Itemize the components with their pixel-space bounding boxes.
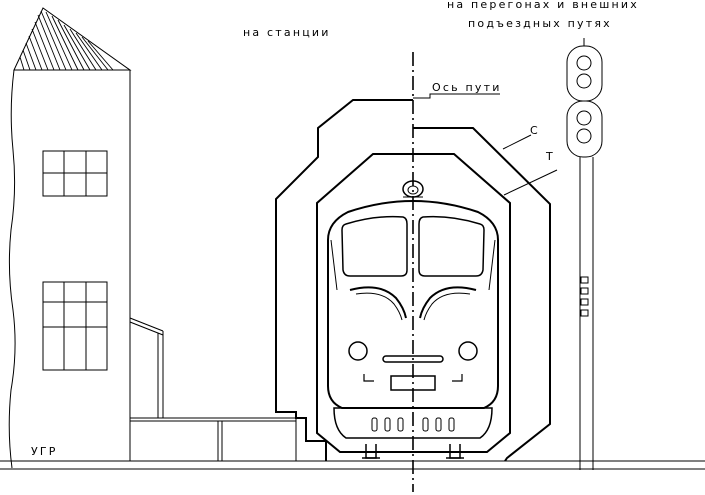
station-building xyxy=(8,7,132,469)
locomotive xyxy=(327,180,499,459)
station-clearance-outline xyxy=(275,99,413,461)
platform xyxy=(129,317,297,461)
signal xyxy=(566,38,603,470)
label-line-top-1: на перегонах и внешних xyxy=(447,0,639,11)
label-outline-s: С xyxy=(530,124,539,137)
label-line-top-2: подъездных путях xyxy=(468,17,612,30)
leader-lines xyxy=(413,93,558,196)
label-track-axis: Ось пути xyxy=(432,81,502,94)
outline-t xyxy=(316,153,511,453)
ground-lines xyxy=(0,460,705,470)
outline-s xyxy=(413,127,551,462)
label-station: на станции xyxy=(243,26,331,39)
label-outline-t: Т xyxy=(545,150,554,163)
label-rail-head-level: УГР xyxy=(31,445,58,458)
